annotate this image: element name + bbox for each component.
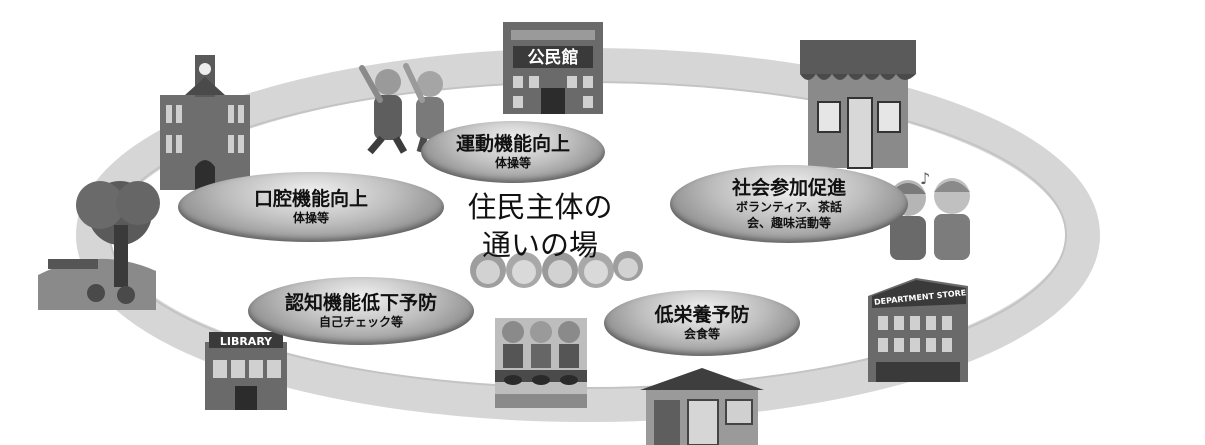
activity-oral-title: 口腔機能向上 <box>253 188 368 210</box>
community-hall-sign: 公民館 <box>528 47 579 68</box>
park-tree-icon <box>38 181 160 310</box>
center-title: 住民主体の 通いの場 <box>440 188 640 264</box>
singing-seniors-icon: ♪ ♫ <box>874 169 970 260</box>
activity-social-sub2: 会、趣味活動等 <box>746 216 831 230</box>
seniors-group-icon <box>470 251 643 288</box>
activity-exercise-title: 運動機能向上 <box>455 133 570 155</box>
shop-icon <box>800 40 916 169</box>
library-icon: LIBRARY <box>205 332 287 410</box>
community-hall-icon: 公民館 <box>503 22 603 114</box>
activity-cognitive-sub: 自己チェック等 <box>318 315 403 329</box>
dining-seniors-icon <box>495 318 587 408</box>
activity-nutrition: 低栄養予防 会食等 <box>604 290 800 356</box>
activity-nutrition-sub: 会食等 <box>683 327 720 341</box>
activity-oral: 口腔機能向上 体操等 <box>178 172 444 242</box>
library-sign: LIBRARY <box>220 335 273 348</box>
center-title-line2: 通いの場 <box>481 228 598 262</box>
svg-text:♪: ♪ <box>920 169 930 188</box>
activity-nutrition-title: 低栄養予防 <box>654 304 750 326</box>
activity-social-sub: ボランティア、茶話 <box>735 200 843 214</box>
activity-oral-sub: 体操等 <box>292 211 329 225</box>
university-building-icon <box>160 55 250 190</box>
japanese-house-icon <box>640 368 764 445</box>
activity-social-title: 社会参加促進 <box>731 177 846 199</box>
department-store-icon: DEPARTMENT STORE <box>868 278 968 382</box>
activity-cognitive-title: 認知機能低下予防 <box>284 292 437 314</box>
activity-cognitive: 認知機能低下予防 自己チェック等 <box>248 277 474 345</box>
center-title-line1: 住民主体の <box>467 190 613 224</box>
activity-exercise-sub: 体操等 <box>494 156 531 170</box>
activity-social: 社会参加促進 ボランティア、茶話 会、趣味活動等 <box>670 165 908 243</box>
activity-exercise: 運動機能向上 体操等 <box>421 121 605 183</box>
